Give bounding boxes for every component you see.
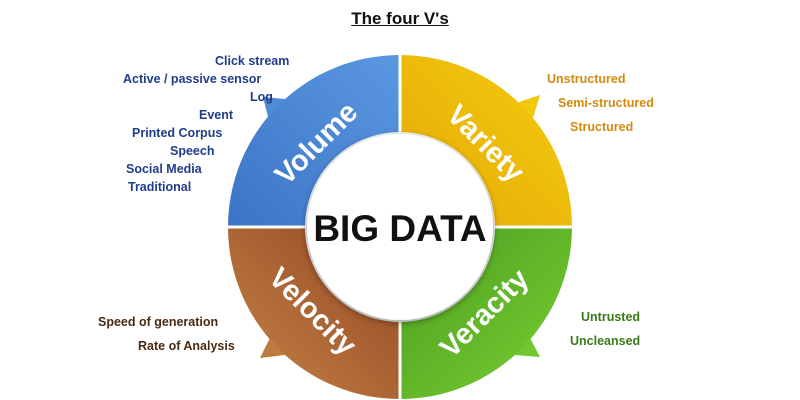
diagram-title: The four V's <box>351 9 449 28</box>
veracity-item: Uncleansed <box>570 334 641 348</box>
velocity-item: Rate of Analysis <box>138 339 235 353</box>
center-label: BIG DATA <box>313 208 486 249</box>
volume-item: Event <box>199 108 234 122</box>
variety-arrow-barb <box>516 95 540 118</box>
volume-item: Click stream <box>215 54 290 68</box>
volume-item: Printed Corpus <box>132 126 223 140</box>
variety-segment <box>400 55 572 227</box>
volume-item: Active / passive sensor <box>123 72 262 86</box>
volume-item: Traditional <box>128 180 192 194</box>
veracity-segment <box>400 227 572 399</box>
volume-arrow-barb <box>263 97 285 117</box>
variety-item: Structured <box>570 120 634 134</box>
velocity-arrow-barb <box>260 338 285 358</box>
volume-item: Social Media <box>126 162 202 176</box>
volume-item: Speech <box>170 144 215 158</box>
velocity-segment <box>228 227 400 399</box>
volume-segment <box>228 55 400 227</box>
veracity-arrow-barb <box>515 338 540 357</box>
variety-item: Unstructured <box>547 72 626 86</box>
velocity-item: Speed of generation <box>98 315 219 329</box>
volume-item: Log <box>250 90 273 104</box>
veracity-item: Untrusted <box>581 310 641 324</box>
variety-item: Semi-structured <box>558 96 654 110</box>
center-circle <box>307 134 493 320</box>
